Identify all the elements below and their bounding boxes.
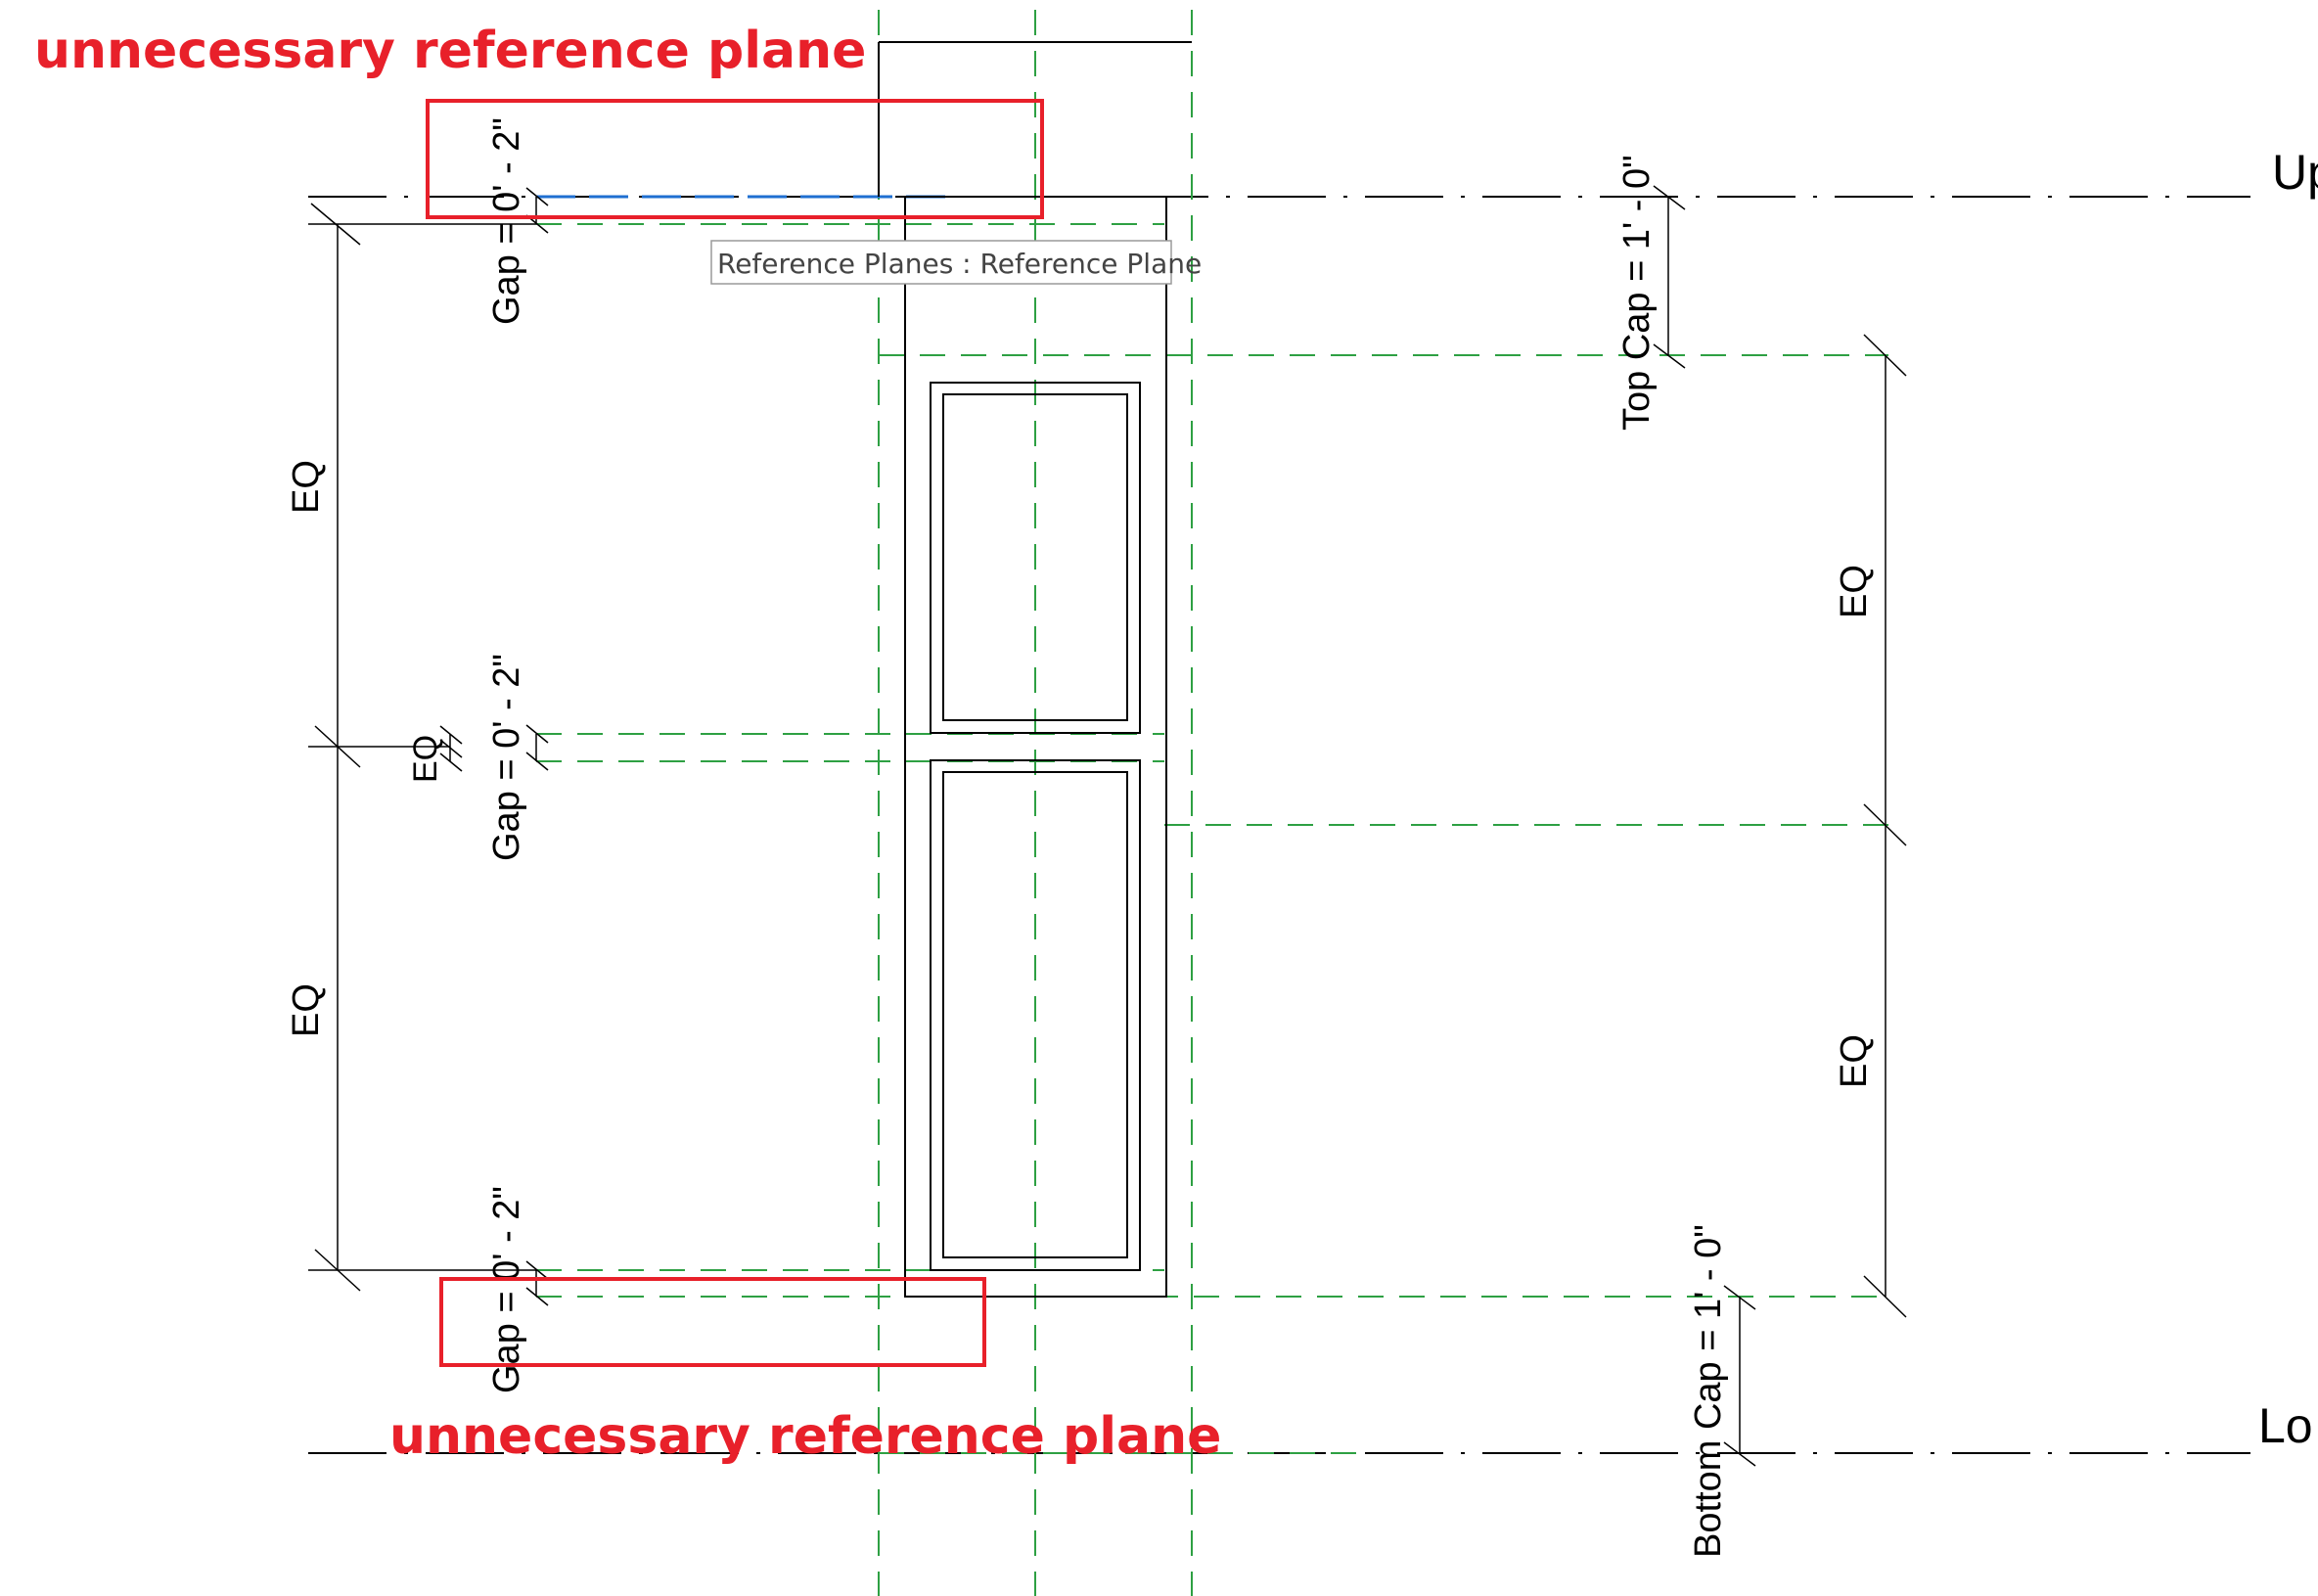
outer-frame[interactable] bbox=[904, 196, 1167, 1298]
annotation-boxes bbox=[426, 99, 1044, 1367]
annotation-box-bottom bbox=[439, 1277, 986, 1367]
level-label-upper[interactable]: Up bbox=[2272, 145, 2318, 200]
gap-dimension-ticks bbox=[525, 187, 549, 1306]
level-label-lower[interactable]: Lo bbox=[2258, 1398, 2313, 1453]
left-eq-dimension[interactable] bbox=[308, 203, 536, 1292]
reference-plane-extents bbox=[878, 41, 1192, 197]
middle-eq-dimension[interactable] bbox=[439, 725, 463, 772]
tooltip-text: Reference Planes : Reference Plane bbox=[717, 248, 1202, 280]
eq-label-left-lower: EQ bbox=[286, 983, 327, 1037]
level-lines bbox=[308, 196, 2250, 1454]
family-geometry bbox=[904, 196, 1167, 1298]
bottom-cap-label[interactable]: Bottom Cap = 1' - 0" bbox=[1688, 1224, 1729, 1558]
horizontal-reference-planes bbox=[536, 223, 1888, 1454]
annotation-box-top bbox=[426, 99, 1044, 219]
upper-panel-inner[interactable] bbox=[942, 393, 1128, 721]
eq-label-right-upper: EQ bbox=[1834, 565, 1875, 618]
gap-label-middle[interactable]: Gap = 0' - 2" bbox=[486, 654, 527, 861]
top-cap-label[interactable]: Top Cap = 1' - 0" bbox=[1616, 155, 1658, 431]
top-cap-dimension[interactable] bbox=[1653, 185, 1686, 369]
lower-panel-inner[interactable] bbox=[942, 771, 1128, 1258]
annotation-top: unnecessary reference plane bbox=[34, 22, 866, 80]
annotation-bottom: unnecessary reference plane bbox=[389, 1407, 1221, 1466]
eq-label-right-lower: EQ bbox=[1834, 1034, 1875, 1088]
gap-label-bottom[interactable]: Gap = 0' - 2" bbox=[486, 1186, 527, 1393]
bottom-cap-dimension[interactable] bbox=[1723, 1285, 1756, 1467]
upper-panel-outer[interactable] bbox=[930, 382, 1141, 734]
tooltip: Reference Planes : Reference Plane bbox=[710, 240, 1202, 285]
eq-label-middle: EQ bbox=[407, 735, 444, 783]
gap-label-top[interactable]: Gap = 0' - 2" bbox=[486, 117, 527, 325]
right-eq-dimension[interactable] bbox=[1863, 334, 1907, 1318]
eq-label-left-upper: EQ bbox=[286, 460, 327, 514]
lower-panel-outer[interactable] bbox=[930, 759, 1141, 1271]
